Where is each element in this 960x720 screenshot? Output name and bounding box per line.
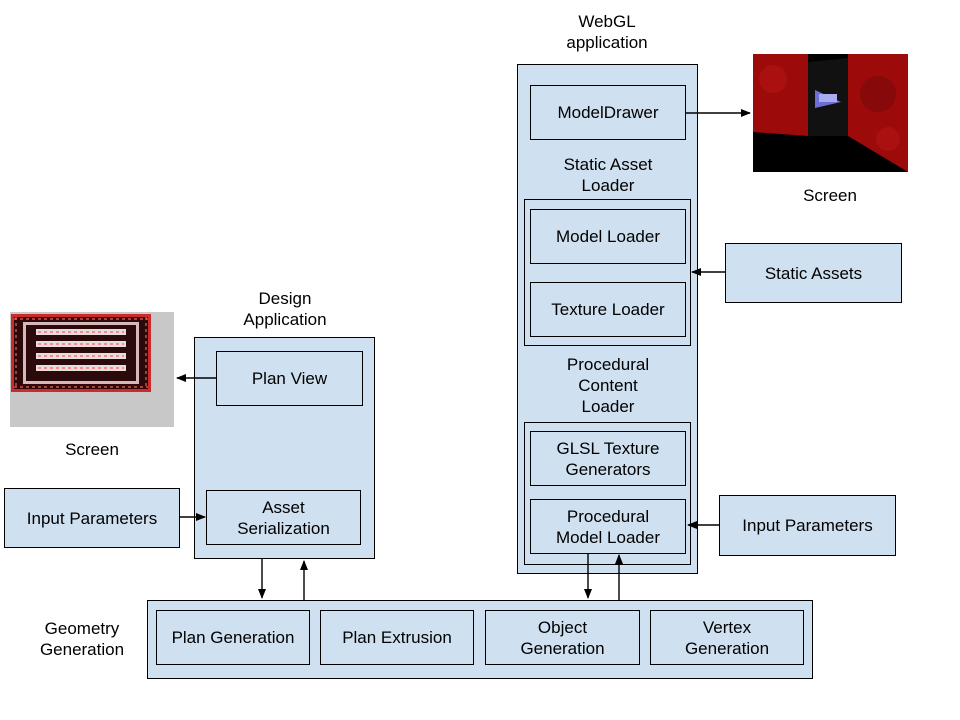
input-parameters-left-node: Input Parameters (4, 488, 180, 548)
glsl-texture-generators-node: GLSL Texture Generators (530, 431, 686, 486)
input-parameters-right-node: Input Parameters (719, 495, 896, 556)
plan-generation-node: Plan Generation (156, 610, 310, 665)
plan-extrusion-node: Plan Extrusion (320, 610, 474, 665)
rendered-screen-image (753, 54, 908, 172)
left-screen-label: Screen (65, 440, 119, 459)
plan-screen-image (10, 312, 174, 427)
model-loader-node: Model Loader (530, 209, 686, 264)
webgl-title: WebGL application (566, 12, 648, 52)
right-screen-label: Screen (803, 186, 857, 205)
plan-view-node: Plan View (216, 351, 363, 406)
procedural-loader-title: Procedural Content Loader (566, 355, 650, 416)
model-drawer-node: ModelDrawer (530, 85, 686, 140)
object-generation-node: Object Generation (485, 610, 640, 665)
static-loader-title: Static Asset Loader (563, 155, 653, 195)
static-assets-node: Static Assets (725, 243, 902, 303)
vertex-generation-node: Vertex Generation (650, 610, 804, 665)
asset-serialization-node: Asset Serialization (206, 490, 361, 545)
texture-loader-node: Texture Loader (530, 282, 686, 337)
geometry-title: Geometry Generation (39, 619, 125, 659)
procedural-model-loader-node: Procedural Model Loader (530, 499, 686, 554)
design-title: Design Application (243, 289, 327, 329)
